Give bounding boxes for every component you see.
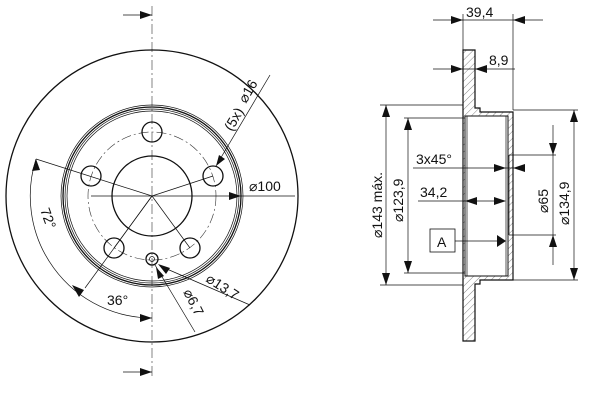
pcd-holes-count-label: (5x) bbox=[221, 105, 247, 134]
disc-thickness-label: 8,9 bbox=[489, 52, 509, 68]
chamfer-label: 3x45° bbox=[416, 151, 452, 167]
total-height-label: 39,4 bbox=[466, 4, 493, 20]
side-section-view: 39,4 8,9 ⌀143 máx. ⌀123,9 3x45° 34,2 A bbox=[369, 4, 578, 342]
locating-hole-outer bbox=[145, 252, 159, 266]
bolt-hole bbox=[141, 121, 163, 143]
disc-outer-edge bbox=[5, 49, 299, 343]
datum-box bbox=[429, 228, 456, 253]
hat-cavity bbox=[464, 115, 509, 277]
angle-72-label: 72° bbox=[37, 206, 59, 231]
pcd-label: ⌀100 bbox=[249, 178, 281, 194]
bolt-hole bbox=[179, 237, 201, 259]
angle-36-label: 36° bbox=[107, 292, 128, 308]
bolt-hole bbox=[202, 165, 224, 187]
center-bore-label: ⌀65 bbox=[535, 189, 551, 213]
hat-depth-label: 34,2 bbox=[420, 184, 447, 200]
locating-hole-inner bbox=[149, 256, 155, 262]
hat-inner-diameter-label: ⌀123,9 bbox=[390, 178, 406, 222]
bolt-hole bbox=[103, 237, 125, 259]
small-hole-outer-label: ⌀13,7 bbox=[203, 270, 242, 303]
front-view: (5x) ⌀16 ⌀100 72° 36° ⌀13,7 ⌀6,7 bbox=[5, 6, 299, 378]
hole-diameter-label: ⌀16 bbox=[235, 77, 261, 106]
bolt-holes bbox=[80, 121, 224, 259]
bolt-hole bbox=[80, 165, 102, 187]
datum-label: A bbox=[437, 234, 447, 250]
hat-outer-diameter-label: ⌀134,9 bbox=[556, 181, 572, 225]
outer-diameter-label: ⌀143 máx. bbox=[369, 172, 385, 238]
